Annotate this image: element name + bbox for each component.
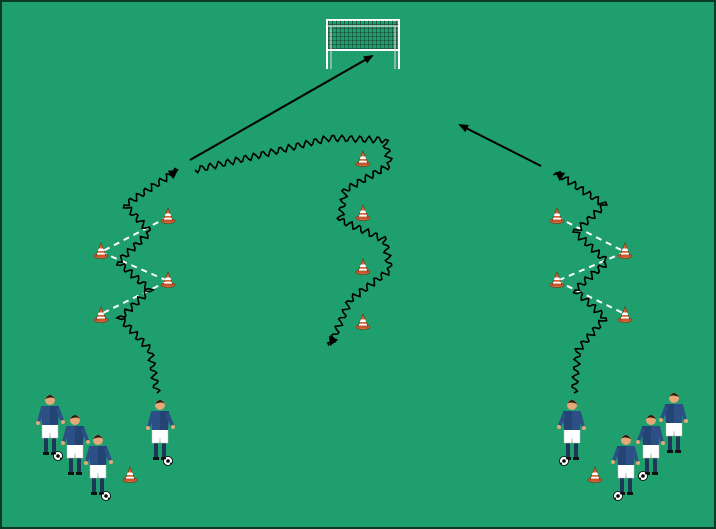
ball-icon	[560, 457, 569, 466]
ball-icon	[164, 457, 173, 466]
ball-icon	[614, 492, 623, 501]
ball-icon	[639, 472, 648, 481]
ball-icon	[54, 452, 63, 461]
ball-icon	[102, 492, 111, 501]
